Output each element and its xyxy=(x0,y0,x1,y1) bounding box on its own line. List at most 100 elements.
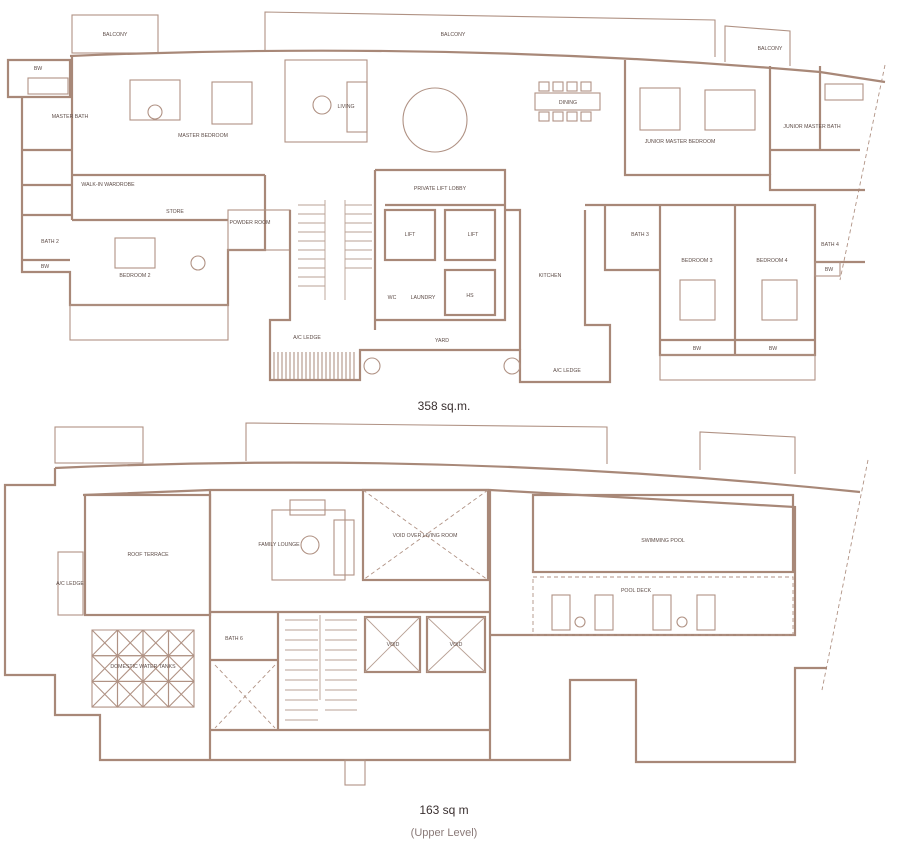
balcony-center xyxy=(264,11,716,57)
label-balcony-right: BALCONY xyxy=(758,46,783,52)
planter-left xyxy=(69,304,229,341)
junior-bed xyxy=(639,87,681,131)
water-tank-cell xyxy=(116,629,144,657)
label-private-lift-lobby: PRIVATE LIFT LOBBY xyxy=(414,186,467,192)
core-wall xyxy=(268,210,612,384)
label-bw-left: BW xyxy=(41,264,49,270)
label-balcony-left: BALCONY xyxy=(103,32,128,38)
label-swimming-pool: SWIMMING POOL xyxy=(641,538,685,544)
bedroom-3-bed xyxy=(679,279,716,321)
bw-right-box xyxy=(814,261,841,277)
label-kitchen: KITCHEN xyxy=(539,273,562,279)
water-tank-cell xyxy=(167,629,195,657)
label-wc: WC xyxy=(388,295,397,301)
water-tank-cell xyxy=(91,680,119,708)
upper-floor-plan: BALCONY BALCONY BALCONY BW MASTER BATH M… xyxy=(6,11,886,413)
upper-area-caption: 358 sq.m. xyxy=(418,399,471,413)
left-wing-partitions xyxy=(22,56,265,262)
label-bw-right: BW xyxy=(825,267,833,273)
facade-wall xyxy=(69,49,886,84)
label-balcony-center: BALCONY xyxy=(441,32,466,38)
label-lift-2: LIFT xyxy=(468,232,479,238)
label-ac-ledge: A/C LEDGE xyxy=(56,581,84,587)
roof-box-left xyxy=(54,426,144,464)
balcony-right xyxy=(724,25,791,66)
label-master-bedroom: MASTER BEDROOM xyxy=(178,133,228,139)
powder-room-wall xyxy=(227,209,291,251)
sofa xyxy=(346,81,368,133)
void-shaft xyxy=(214,664,276,729)
stairs xyxy=(298,200,372,300)
hs-room xyxy=(443,268,497,317)
lower-stairs xyxy=(285,615,357,721)
bedrooms-right-wall xyxy=(585,203,865,357)
lower-facade xyxy=(54,461,861,494)
bw-top-left-wall xyxy=(6,58,72,99)
round-rug xyxy=(402,87,468,153)
lower-inner-wall xyxy=(82,488,797,637)
sun-loungers xyxy=(551,594,716,631)
label-bath-3: BATH 3 xyxy=(631,232,649,238)
label-junior-master-bedroom: JUNIOR MASTER BEDROOM xyxy=(645,139,716,145)
label-roof-terrace: ROOF TERRACE xyxy=(127,552,169,558)
label-store: STORE xyxy=(166,209,184,215)
label-bath-4: BATH 4 xyxy=(821,242,839,248)
water-tank-cell xyxy=(142,629,170,657)
label-bath-6: BATH 6 xyxy=(225,636,243,642)
label-pool-deck: POOL DECK xyxy=(621,588,652,594)
label-bath-2: BATH 2 xyxy=(41,239,59,245)
level-caption: (Upper Level) xyxy=(411,827,478,839)
label-yard: YARD xyxy=(435,338,449,344)
ac-ledge-box xyxy=(57,551,84,616)
junior-bath-wall xyxy=(768,66,860,175)
label-junior-master-bath: JUNIOR MASTER BATH xyxy=(783,124,841,130)
water-tank-cell xyxy=(116,680,144,708)
coffee-table xyxy=(312,95,332,115)
washer-icon xyxy=(363,357,381,375)
lift-lobby-wall xyxy=(373,168,507,330)
label-domestic-water-tanks: DOMESTIC WATER TANKS xyxy=(110,664,176,670)
kitchen-wall xyxy=(505,208,522,350)
label-dining: DINING xyxy=(559,100,577,106)
void-over-living xyxy=(361,488,490,582)
bedroom-2-bed xyxy=(114,237,156,269)
void-2 xyxy=(425,615,487,674)
master-bed-2 xyxy=(211,81,253,125)
lounge-table xyxy=(300,535,320,555)
family-lounge-rug xyxy=(271,509,346,581)
label-void-2: VOID xyxy=(450,642,463,648)
roof-box-center xyxy=(245,422,608,464)
planter-right xyxy=(659,354,816,381)
setback-line xyxy=(839,64,886,281)
lower-outline xyxy=(3,468,827,764)
label-living: LIVING xyxy=(337,104,354,110)
bathtub xyxy=(27,77,69,95)
label-void-1: VOID xyxy=(387,642,400,648)
balcony-left xyxy=(71,14,159,54)
lounge-sofa-2 xyxy=(333,519,355,576)
label-hs: HS xyxy=(466,293,474,299)
water-tank-cell xyxy=(167,680,195,708)
water-tank-cell xyxy=(142,680,170,708)
label-ac-ledge-right: A/C LEDGE xyxy=(553,368,581,374)
label-bw-top-left: BW xyxy=(34,66,42,72)
bedroom-4-bed xyxy=(761,279,798,321)
label-powder-room: POWDER ROOM xyxy=(230,220,271,226)
table-icon xyxy=(190,255,206,271)
lift-1 xyxy=(383,208,437,262)
master-bed xyxy=(129,79,181,121)
label-lift-1: LIFT xyxy=(405,232,416,238)
label-bw-bed4: BW xyxy=(769,346,777,352)
label-bedroom-2: BEDROOM 2 xyxy=(119,273,150,279)
lower-floor-plan: ROOF TERRACE A/C LEDGE FAMILY LOUNGE VOI… xyxy=(3,422,869,839)
upper-room-labels: BALCONY BALCONY BALCONY BW MASTER BATH M… xyxy=(34,32,841,374)
label-walk-in-wardrobe: WALK-IN WARDROBE xyxy=(81,182,135,188)
pool-deck xyxy=(532,576,794,636)
junior-bed-2 xyxy=(704,89,756,131)
bathtub-right xyxy=(824,83,864,101)
lift-2 xyxy=(443,208,497,262)
label-laundry: LAUNDRY xyxy=(411,295,436,301)
dining-table xyxy=(534,81,601,122)
label-ac-ledge-left: A/C LEDGE xyxy=(293,335,321,341)
